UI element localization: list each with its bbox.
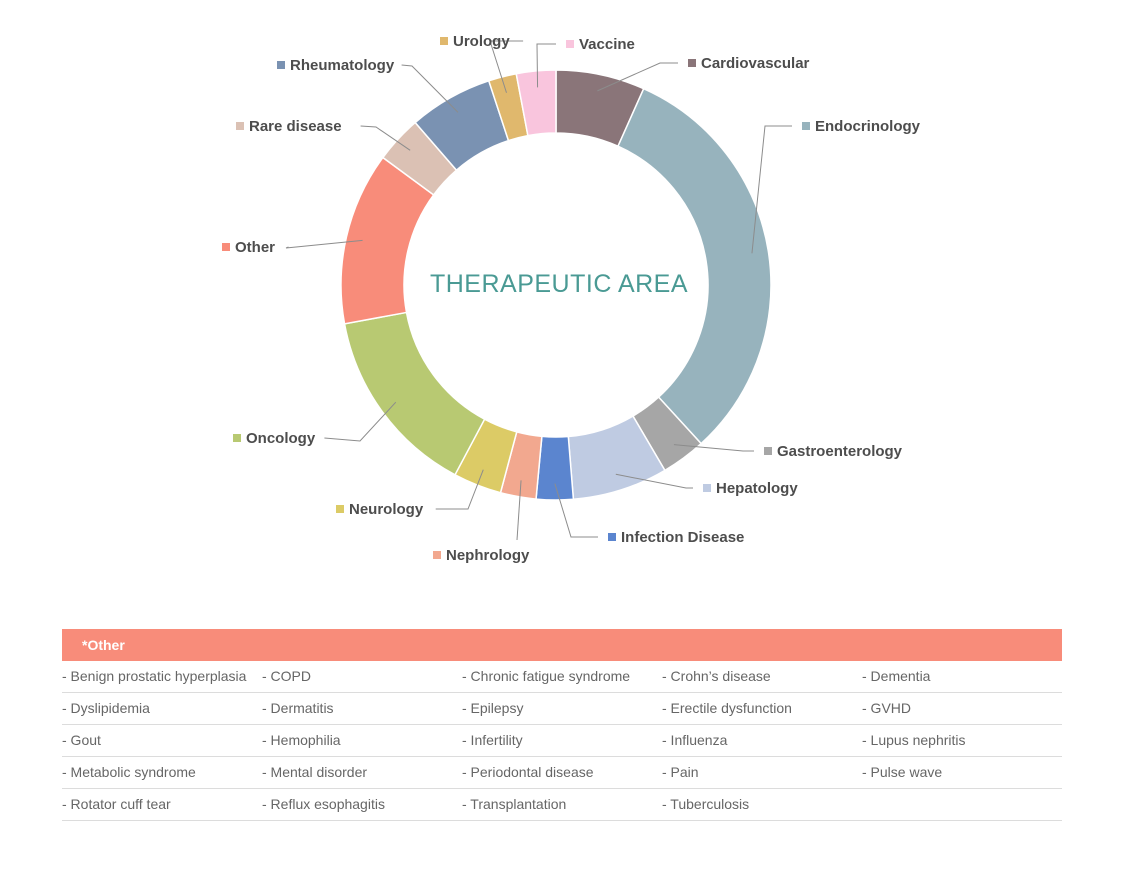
legend-marker-infection-disease <box>608 533 616 541</box>
table-cell: - Crohn’s disease <box>662 668 771 684</box>
table-row: - Gout - Hemophilia - Infertility - Influen… <box>62 725 1062 757</box>
table-row: - Benign prostatic hyperplasia - COPD - Ch… <box>62 661 1062 693</box>
table-cell: - Reflux esophagitis <box>262 796 385 812</box>
table-cell: - Infertility <box>462 732 523 748</box>
legend-marker-neurology <box>336 505 344 513</box>
other-table-body: - Benign prostatic hyperplasia - COPD - Ch… <box>62 661 1062 821</box>
table-cell: - GVHD <box>862 700 911 716</box>
label-gastroenterology: Gastroenterology <box>777 443 903 460</box>
other-areas-table: *Other - Benign prostatic hyperplasia - C… <box>62 629 1062 821</box>
label-rare-disease: Rare disease <box>249 118 342 135</box>
label-vaccine: Vaccine <box>579 36 635 53</box>
legend-marker-oncology <box>233 434 241 442</box>
legend-marker-rheumatology <box>277 61 285 69</box>
table-cell: - Benign prostatic hyperplasia <box>62 668 247 684</box>
slice-endocrinology <box>617 87 772 445</box>
table-cell: - Tuberculosis <box>662 796 750 812</box>
table-cell: - Epilepsy <box>462 700 524 716</box>
table-cell: - Transplantation <box>462 796 567 812</box>
leader-line-rare-disease <box>360 125 411 151</box>
label-endocrinology: Endocrinology <box>815 118 921 135</box>
legend-marker-hepatology <box>703 484 711 492</box>
table-cell: - Periodontal disease <box>462 764 594 780</box>
table-cell <box>862 789 1062 820</box>
legend-marker-endocrinology <box>802 122 810 130</box>
chart-center-title: THERAPEUTIC AREA <box>430 270 688 298</box>
slice-oncology <box>343 311 486 476</box>
label-neurology: Neurology <box>349 501 424 518</box>
legend-marker-nephrology <box>433 551 441 559</box>
table-cell: - Mental disorder <box>262 764 368 780</box>
table-row: - Metabolic syndrome - Mental disorder - P… <box>62 757 1062 789</box>
legend-marker-vaccine <box>566 40 574 48</box>
table-cell: - Hemophilia <box>262 732 341 748</box>
table-cell: - Chronic fatigue syndrome <box>462 668 631 684</box>
leader-line-nephrology <box>516 480 522 541</box>
table-cell: - Dementia <box>862 668 931 684</box>
table-cell: - Dermatitis <box>262 700 334 716</box>
legend-marker-other <box>222 243 230 251</box>
table-cell: - Dyslipidemia <box>62 700 150 716</box>
table-cell: - Erectile dysfunction <box>662 700 792 716</box>
leader-line-endocrinology <box>751 125 792 254</box>
table-cell: - Pulse wave <box>862 764 943 780</box>
label-hepatology: Hepatology <box>716 480 798 497</box>
leader-line-gastroenterology <box>673 444 754 452</box>
table-cell: - Gout <box>62 732 101 748</box>
label-nephrology: Nephrology <box>446 547 530 564</box>
leader-line-oncology <box>324 401 397 442</box>
label-cardiovascular: Cardiovascular <box>701 55 810 72</box>
leader-line-hepatology <box>615 473 693 489</box>
label-oncology: Oncology <box>246 430 316 447</box>
legend-marker-rare-disease <box>236 122 244 130</box>
leader-line-urology <box>489 40 524 93</box>
table-row: - Dyslipidemia - Dermatitis - Epilepsy - Er… <box>62 693 1062 725</box>
table-row: - Rotator cuff tear - Reflux esophagitis -… <box>62 789 1062 821</box>
label-other: Other <box>235 239 275 256</box>
other-table-header: *Other <box>62 629 1062 661</box>
table-cell: - Rotator cuff tear <box>62 796 171 812</box>
leader-line-cardiovascular <box>597 62 678 92</box>
table-cell: - Influenza <box>662 732 728 748</box>
table-cell: - Metabolic syndrome <box>62 764 196 780</box>
table-cell: - Lupus nephritis <box>862 732 966 748</box>
slice-vaccine <box>515 69 557 137</box>
label-infection-disease: Infection Disease <box>621 529 744 546</box>
leader-line-vaccine <box>536 43 556 88</box>
leader-line-rheumatology <box>401 64 459 113</box>
table-cell: - COPD <box>262 668 311 684</box>
table-cell: - Pain <box>662 764 699 780</box>
legend-marker-urology <box>440 37 448 45</box>
leader-line-neurology <box>435 469 484 510</box>
label-urology: Urology <box>453 33 510 50</box>
legend-marker-cardiovascular <box>688 59 696 67</box>
label-rheumatology: Rheumatology <box>290 57 395 74</box>
donut-chart-svg: CardiovascularEndocrinologyGastroenterol… <box>222 33 921 564</box>
leader-line-other <box>285 239 363 249</box>
legend-marker-gastroenterology <box>764 447 772 455</box>
leader-line-infection-disease <box>554 483 598 538</box>
